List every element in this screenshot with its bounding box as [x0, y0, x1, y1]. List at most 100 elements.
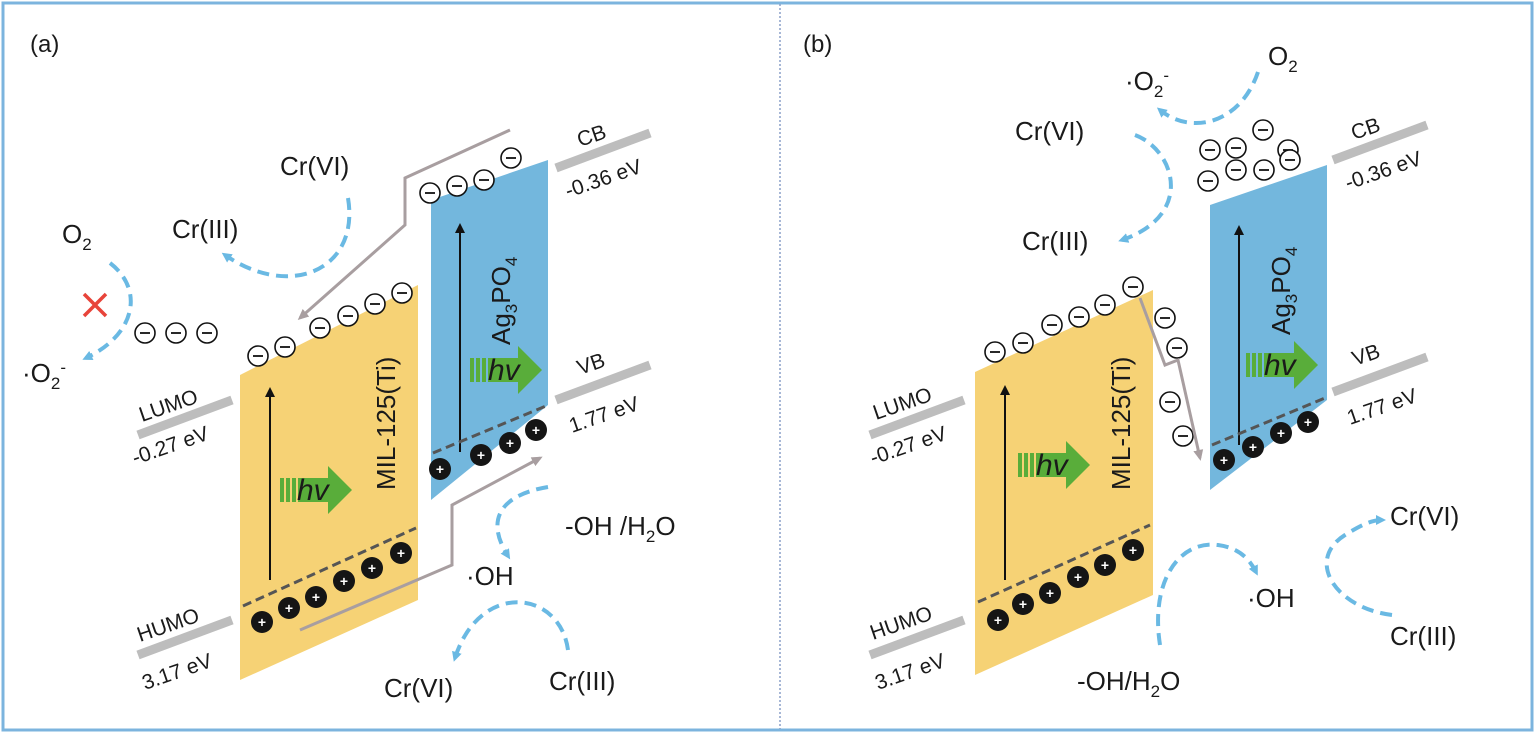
vb-label: VB — [574, 349, 608, 380]
hole-icon-plus: + — [1101, 557, 1109, 573]
cr6-top-label: Cr(VI) — [1015, 116, 1084, 146]
hole-icon — [499, 432, 521, 454]
hole-icon — [429, 458, 451, 480]
cb-bar — [554, 128, 652, 173]
lumo-bar — [136, 395, 234, 440]
dashed-curved-arrow-icon — [1156, 542, 1258, 646]
oh-h2o-label: -OH/H2O — [1077, 666, 1180, 701]
hole-icon-plus: + — [285, 600, 293, 616]
hole-icon — [525, 419, 547, 441]
dashed-curved-arrow-icon — [221, 197, 352, 279]
hole-icon — [987, 609, 1009, 631]
hole-icon-plus: + — [532, 422, 540, 438]
hv-label-mil: hv — [297, 474, 331, 507]
hole-icon-plus: + — [1249, 439, 1257, 455]
hole-icon — [1067, 566, 1089, 588]
mil-vb-dashed-line — [977, 523, 1151, 604]
blocked-x-icon — [82, 292, 108, 318]
cr3-right-label: Cr(III) — [1390, 621, 1456, 651]
hole-icon-plus: + — [1129, 542, 1137, 558]
oh-radical-label: ·OH — [1247, 583, 1295, 613]
hole-icon-plus: + — [477, 447, 485, 463]
hole-icon-plus: + — [1074, 569, 1082, 585]
hole-icon-plus: + — [436, 461, 444, 477]
hole-icon — [278, 597, 300, 619]
hole-icon — [333, 570, 355, 592]
lumo-bar — [868, 395, 966, 440]
hole-icon-plus: + — [506, 435, 514, 451]
ag3po4-label: Ag3PO4 — [1266, 247, 1301, 335]
hole-icon — [1094, 554, 1116, 576]
mil-vb-dashed-line — [242, 526, 417, 608]
hole-icon — [390, 542, 412, 564]
hole-icon-plus: + — [1304, 414, 1312, 430]
hv-label-mil: hv — [1036, 449, 1070, 482]
hole-icon-plus: + — [312, 589, 320, 605]
dashed-curved-arrow-icon — [1156, 71, 1260, 125]
electron-transfer-path — [1138, 297, 1204, 461]
humo-value: 3.17 eV — [139, 649, 215, 694]
panel-a: (a) hv hv MIL-125(Ti) Ag3PO4 LUMO -0.27 … — [22, 31, 676, 703]
superoxide-label: ·O2- — [1125, 66, 1169, 101]
hole-icon-plus: + — [340, 573, 348, 589]
dashed-curved-arrow-icon — [452, 600, 570, 662]
hole-icon — [1122, 539, 1144, 561]
vb-value: 1.77 eV — [1344, 384, 1420, 429]
panel-a-label: (a) — [30, 31, 59, 58]
hole-icon-plus: + — [1220, 452, 1228, 468]
oh-h2o-label: -OH /H2O — [565, 511, 676, 546]
hole-icon — [1297, 411, 1319, 433]
cr3-top-label: Cr(III) — [172, 214, 238, 244]
vb-bar — [1331, 352, 1429, 397]
cr3-bottom-label: Cr(III) — [549, 666, 615, 696]
ag3po4-label: Ag3PO4 — [486, 257, 521, 345]
cr6-top-label: Cr(VI) — [280, 151, 349, 181]
hole-icon-plus: + — [1277, 425, 1285, 441]
hole-icon-plus: + — [368, 560, 376, 576]
hole-transfer-path — [299, 456, 543, 632]
hole-icon-plus: + — [994, 612, 1002, 628]
hole-icon — [251, 611, 273, 633]
hole-icon-plus: + — [258, 614, 266, 630]
mil-125-label: MIL-125(Ti) — [371, 357, 401, 490]
hole-icon — [361, 557, 383, 579]
hv-label-ag: hv — [1264, 349, 1298, 382]
dashed-curved-arrow-icon — [82, 261, 133, 360]
dashed-curved-arrow-icon — [495, 485, 549, 560]
humo-bar — [868, 615, 966, 660]
dashed-curved-arrow-icon — [1118, 133, 1173, 243]
vb-bar — [554, 360, 652, 405]
humo-bar — [136, 615, 234, 660]
panel-b: (b) hv hv MIL-125(Ti) Ag3PO4 LUMO -0.27 … — [803, 31, 1459, 701]
electron-transfer-path — [297, 128, 511, 320]
hole-icon — [1039, 582, 1061, 604]
hole-icon — [1242, 436, 1264, 458]
cr3-top-label: Cr(III) — [1022, 226, 1088, 256]
panel-b-label: (b) — [803, 31, 832, 58]
hole-icon — [1213, 449, 1235, 471]
o2-label: O2 — [62, 219, 92, 254]
electron-group — [984, 119, 1301, 447]
mil-125-label: MIL-125(Ti) — [1106, 357, 1136, 490]
cb-bar — [1331, 120, 1429, 165]
hole-group: ++++++++++ — [251, 419, 547, 633]
humo-value: 3.17 eV — [872, 649, 948, 694]
hole-icon — [1270, 422, 1292, 444]
oh-radical-label: ·OH — [466, 561, 514, 591]
electron-group — [134, 147, 522, 367]
hole-group: + + + + + + + + + + — [987, 411, 1319, 631]
mil-125-band — [975, 290, 1153, 675]
hole-icon-plus: + — [1019, 596, 1027, 612]
cr6-right-label: Cr(VI) — [1390, 501, 1459, 531]
ag-vb-dashed-line — [432, 404, 547, 455]
hole-icon-plus: + — [1046, 585, 1054, 601]
vb-value: 1.77 eV — [566, 392, 642, 437]
dashed-curved-arrow-icon — [1324, 515, 1393, 617]
hole-icon — [1012, 593, 1034, 615]
o2-label: O2 — [1268, 41, 1298, 76]
hole-icon — [470, 444, 492, 466]
cr6-bottom-label: Cr(VI) — [384, 673, 453, 703]
ag-vb-dashed-line — [1211, 396, 1326, 447]
